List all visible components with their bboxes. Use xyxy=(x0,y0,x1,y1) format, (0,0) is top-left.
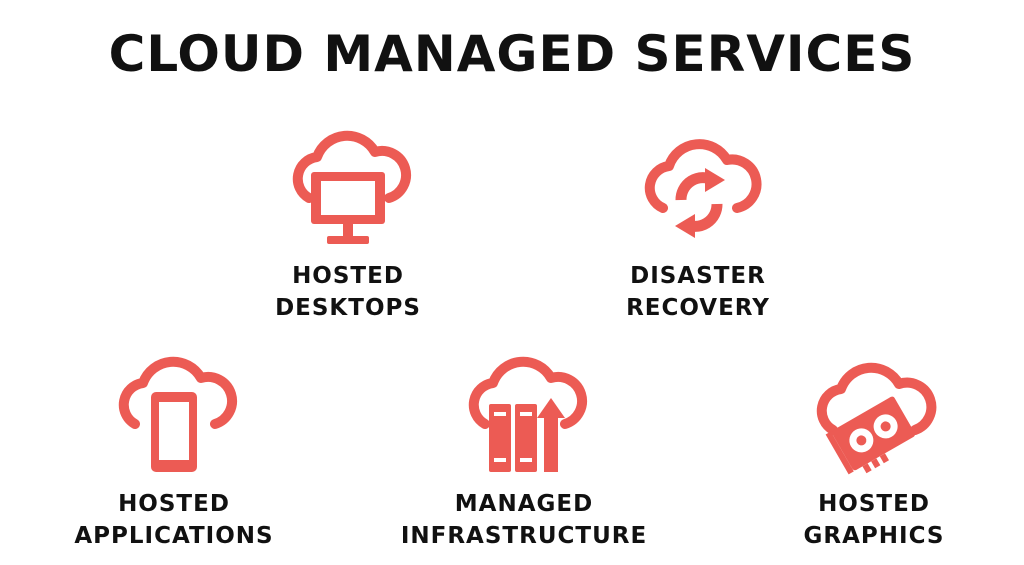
service-label-line2: GRAPHICS xyxy=(803,523,945,549)
service-hosted-applications: HOSTED APPLICATIONS xyxy=(44,352,304,552)
cloud-mobile-icon xyxy=(118,356,238,472)
service-label-line1: DISASTER xyxy=(630,263,766,289)
cloud-monitor-icon xyxy=(292,130,412,244)
service-disaster-recovery: DISASTER RECOVERY xyxy=(568,124,828,324)
service-label-line1: MANAGED xyxy=(454,491,594,517)
service-label-line1: HOSTED xyxy=(118,491,230,517)
service-label-line2: DESKTOPS xyxy=(275,295,421,321)
service-label-line1: HOSTED xyxy=(818,491,930,517)
service-hosted-desktops: HOSTED DESKTOPS xyxy=(218,124,478,324)
cloud-graphics-card-icon xyxy=(816,362,937,475)
page-title: CLOUD MANAGED SERVICES xyxy=(108,25,916,83)
service-label-line2: APPLICATIONS xyxy=(74,523,274,549)
service-label-line2: INFRASTRUCTURE xyxy=(400,523,648,549)
service-managed-infrastructure: MANAGED INFRASTRUCTURE xyxy=(394,352,654,552)
service-label-line1: HOSTED xyxy=(292,263,404,289)
service-hosted-graphics: HOSTED GRAPHICS xyxy=(744,352,1004,552)
cloud-sync-icon xyxy=(644,139,762,238)
service-label-line2: RECOVERY xyxy=(626,295,770,321)
cloud-server-upload-icon xyxy=(468,356,588,472)
